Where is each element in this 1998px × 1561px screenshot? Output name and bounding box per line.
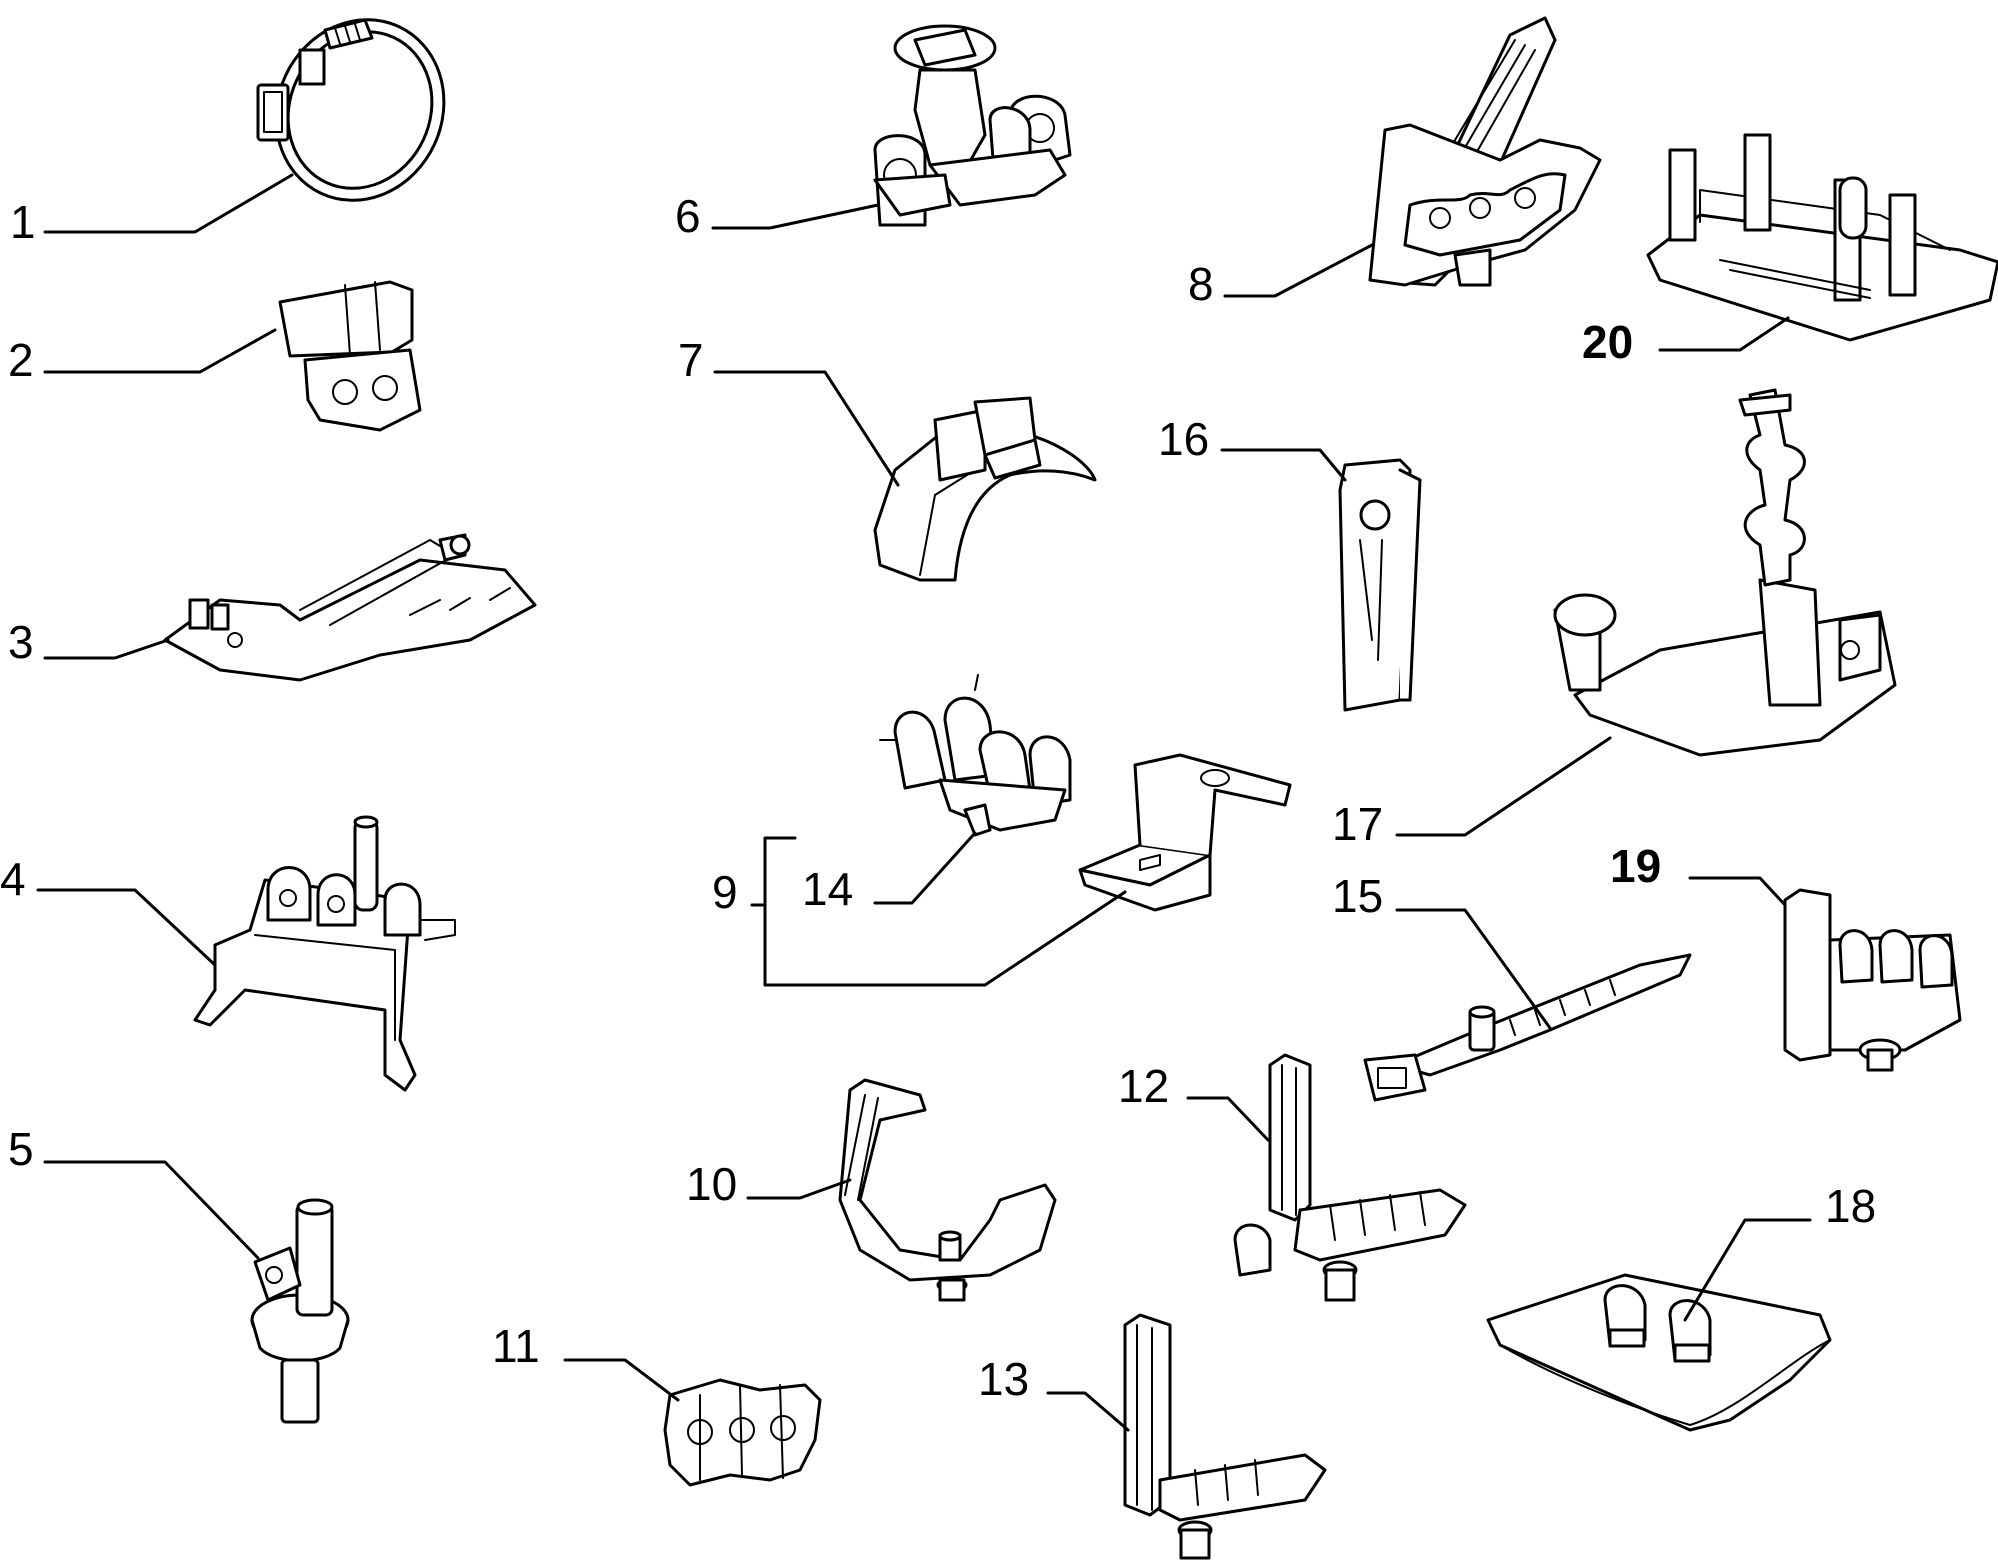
part-12-l-clip	[1233, 1053, 1467, 1302]
part-18-curved-plate	[1486, 1273, 1832, 1432]
leader-3	[43, 638, 170, 660]
leader-17	[1395, 736, 1612, 837]
part-6-multi-clip	[873, 24, 1072, 227]
callout-12: 12	[1118, 1060, 1169, 1112]
leader-18	[1683, 1218, 1812, 1322]
leader-14	[873, 831, 977, 905]
part-4-bracket-clips	[193, 815, 456, 1092]
part-13-l-clip	[1123, 1313, 1327, 1560]
leader-6	[711, 203, 880, 230]
callout-19: 19	[1610, 840, 1661, 892]
callout-10: 10	[686, 1158, 737, 1210]
leader-10	[746, 1178, 852, 1200]
part-16-long-clip	[1338, 458, 1422, 712]
callout-16: 16	[1158, 413, 1209, 465]
leader-5	[43, 1160, 260, 1260]
leader-4	[36, 888, 217, 967]
callout-1: 1	[10, 196, 36, 248]
leader-1	[43, 173, 294, 234]
callout-8: 8	[1188, 258, 1214, 310]
leader-8	[1223, 243, 1374, 298]
part-17-tray-tall-clip	[1553, 388, 1897, 757]
part-9-z-bracket	[1078, 753, 1292, 912]
callout-9: 9	[712, 866, 738, 918]
leader-11	[563, 1358, 680, 1402]
callout-18: 18	[1825, 1180, 1876, 1232]
part-19-post-clip	[1783, 888, 1962, 1072]
part-1-band-clamp	[256, 18, 446, 202]
leader-9-bracket	[763, 836, 1127, 987]
part-7-arch-clip	[873, 396, 1097, 582]
part-11-triple-clip	[663, 1378, 822, 1487]
leader-20	[1658, 316, 1790, 352]
callout-2: 2	[8, 334, 34, 386]
callout-15: 15	[1332, 870, 1383, 922]
part-8-hinged-channel	[1368, 16, 1602, 287]
callout-20: 20	[1582, 316, 1633, 368]
callout-7: 7	[678, 334, 704, 386]
leader-2	[43, 328, 277, 374]
part-10-u-bracket	[838, 1078, 1057, 1302]
callout-3: 3	[8, 616, 34, 668]
part-2-double-clip	[278, 280, 422, 432]
leader-16	[1220, 448, 1347, 482]
part-5-push-pin	[250, 1198, 350, 1424]
part-3-long-bracket	[163, 533, 537, 682]
callout-6: 6	[675, 190, 701, 242]
callout-13: 13	[978, 1353, 1029, 1405]
leader-12	[1186, 1096, 1270, 1142]
part-15-cable-tie	[1363, 953, 1692, 1102]
leader-7	[713, 370, 900, 487]
callout-17: 17	[1332, 798, 1383, 850]
callout-14: 14	[802, 863, 853, 915]
callout-5: 5	[8, 1123, 34, 1175]
callout-4: 4	[0, 853, 26, 905]
leader-19	[1688, 876, 1787, 907]
leader-15	[1395, 908, 1552, 1030]
leader-13	[1046, 1391, 1130, 1432]
part-20-base-tray	[1646, 133, 1998, 342]
part-14-double-open-clip	[879, 674, 1072, 837]
callout-11: 11	[492, 1320, 540, 1372]
